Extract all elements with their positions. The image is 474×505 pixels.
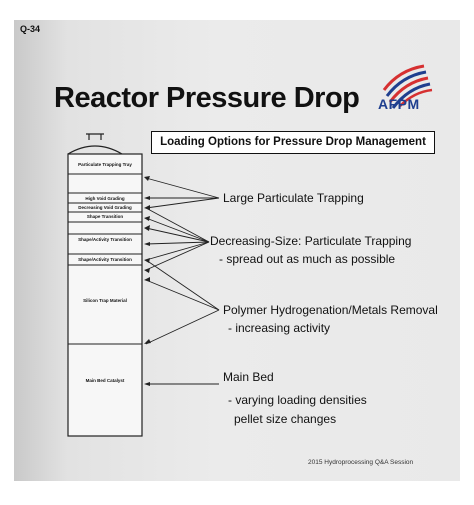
question-id: Q-34: [20, 24, 41, 34]
annotation-arrows: [145, 177, 220, 385]
reactor-top-nozzle: [67, 133, 123, 155]
layer-label: Particulate Trapping Tray: [78, 162, 132, 167]
slide: Q-34 Reactor Pressure Drop AFPM Loading …: [14, 20, 460, 481]
reactor-vessel: [67, 153, 143, 437]
layer-label: Silicon Trap Material: [83, 298, 127, 303]
annotation-spread-out: - spread out as much as possible: [219, 252, 396, 266]
annotation-increasing-activity: - increasing activity: [228, 321, 331, 335]
slide-title: Reactor Pressure Drop: [54, 82, 360, 114]
loading-options-title: Loading Options for Pressure Drop Manage…: [151, 131, 435, 154]
annotation-decreasing-size: Decreasing-Size: Particulate Trapping: [210, 234, 412, 248]
annotation-large-particulate: Large Particulate Trapping: [223, 191, 364, 205]
annotation-polymer: Polymer Hydrogenation/Metals Removal: [223, 303, 438, 317]
reactor-diagram: [67, 133, 220, 437]
annotation-main-bed: Main Bed: [223, 370, 274, 384]
footer-text: 2015 Hydroprocessing Q&A Session: [308, 459, 414, 466]
layer-label: High Void Grading: [85, 196, 125, 201]
layer-label: Shape/Activity Transition: [78, 257, 132, 262]
layer-label: Shape/Activity Transition: [78, 237, 132, 242]
layer-label: Decreasing Void Grading: [78, 205, 132, 210]
afpm-flag-icon: [382, 64, 433, 109]
annotation-pellet: pellet size changes: [234, 412, 337, 426]
afpm-logo-text: AFPM: [378, 96, 420, 112]
annotation-densities: - varying loading densities: [228, 393, 367, 407]
arrow-heads: [144, 176, 151, 386]
layer-dividers: [68, 173, 142, 345]
layer-label: Main Bed Catalyst: [85, 378, 125, 383]
layer-label: Shape Transition: [86, 214, 124, 219]
